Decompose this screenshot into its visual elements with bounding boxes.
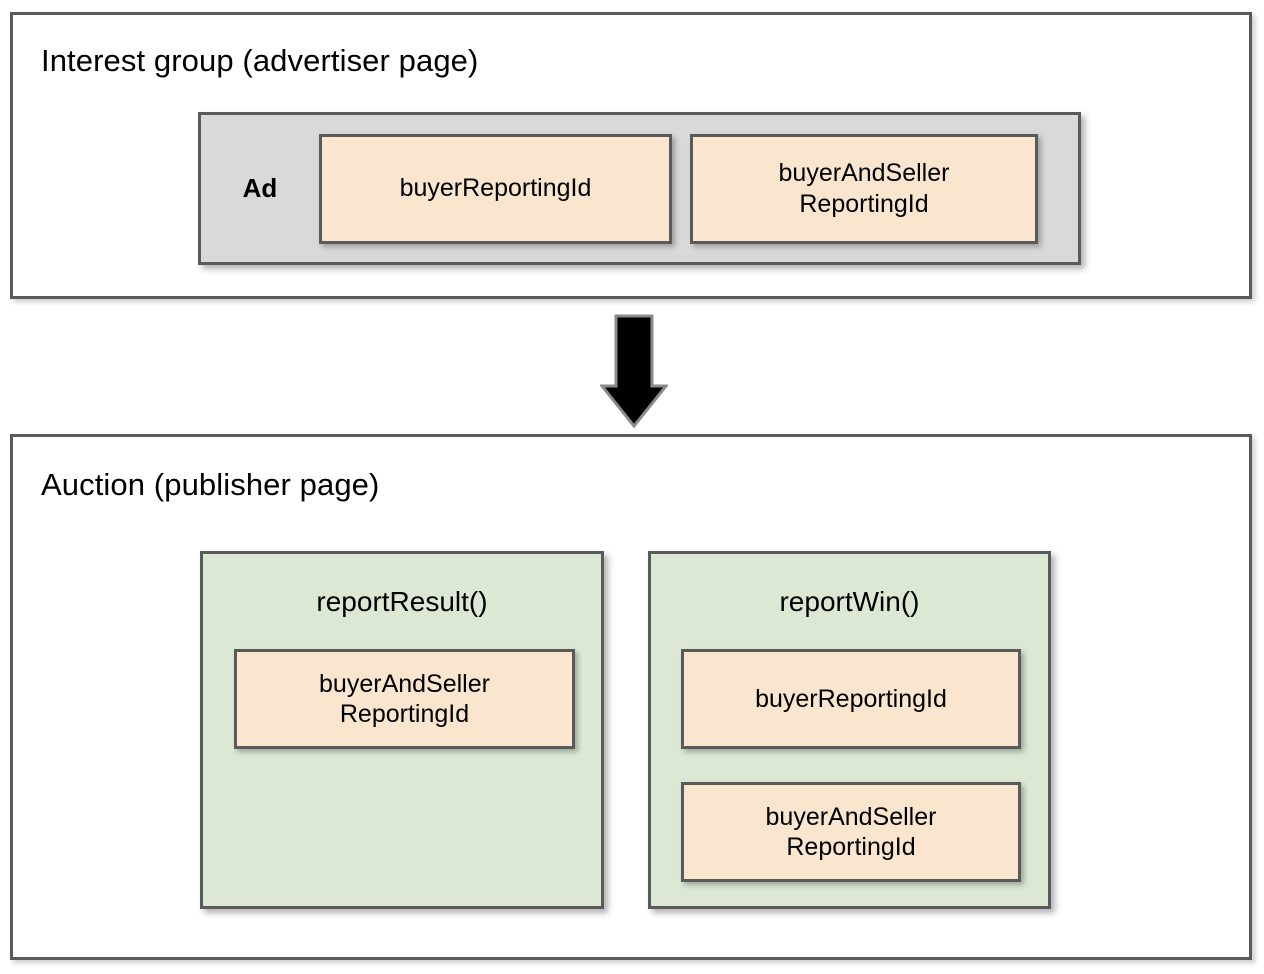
ad-label: Ad (242, 173, 278, 203)
field-chip-buyer-and-seller-reporting-id: buyerAndSeller ReportingId (690, 133, 1038, 244)
field-chip-buyer-reporting-id: buyerReportingId (319, 133, 672, 244)
field-chip-buyer-and-seller-reporting-id: buyerAndSeller ReportingId (681, 782, 1021, 882)
section-auction: Auction (publisher page) (10, 434, 1252, 960)
section-title-interest-group: Interest group (advertiser page) (41, 43, 479, 78)
arrow-down-icon (598, 314, 670, 429)
section-title-auction: Auction (publisher page) (41, 467, 380, 502)
section-interest-group: Interest group (advertiser page) Ad buye… (10, 12, 1252, 299)
field-chip-buyer-reporting-id: buyerReportingId (681, 649, 1021, 749)
function-box-report-win: reportWin() buyerReportingId buyerAndSel… (648, 551, 1051, 909)
function-box-report-result: reportResult() buyerAndSeller ReportingI… (200, 551, 604, 909)
field-chip-buyer-and-seller-reporting-id: buyerAndSeller ReportingId (234, 649, 575, 749)
function-name-report-win: reportWin() (779, 586, 920, 617)
ad-container: Ad buyerReportingId buyerAndSeller Repor… (198, 112, 1081, 265)
function-name-report-result: reportResult() (316, 586, 488, 617)
